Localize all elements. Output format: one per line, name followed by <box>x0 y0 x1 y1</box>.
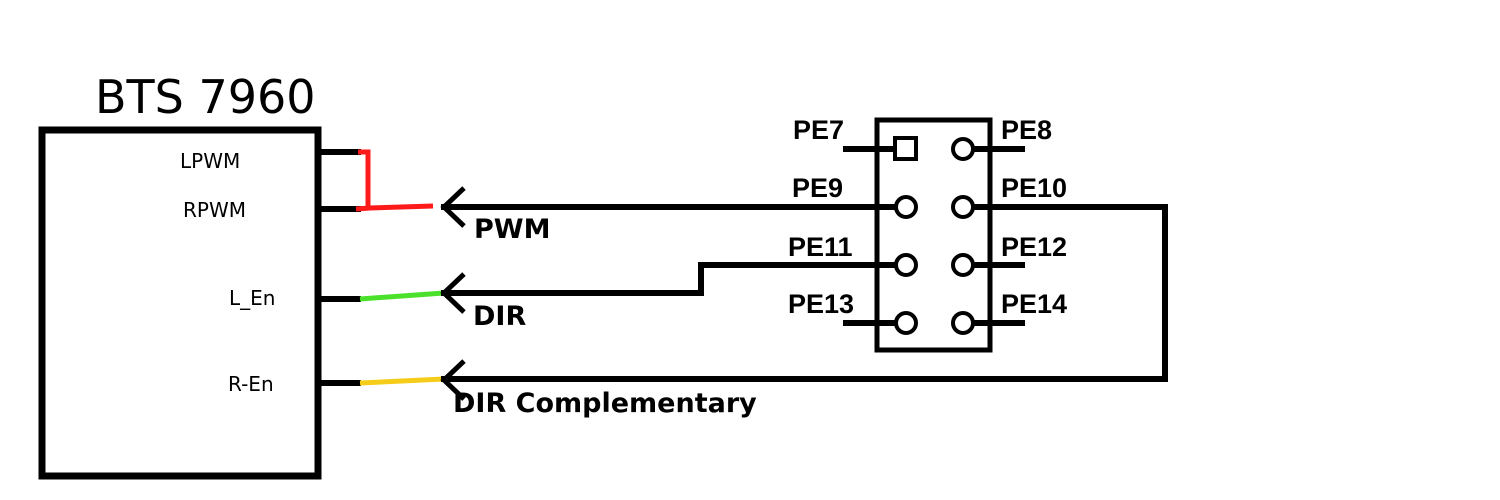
header-label-pe7: PE7 <box>793 115 844 145</box>
pin-label-r-en: R-En <box>228 372 274 396</box>
header-label-pe14: PE14 <box>1001 289 1067 319</box>
pwm-red-wire-joint <box>355 205 371 212</box>
pin-pe10 <box>951 195 975 219</box>
signal-label-dir-complementary: DIR Complementary <box>453 388 757 419</box>
dir-complementary-yellow-wire <box>359 376 445 386</box>
dir-green-wire <box>359 290 445 302</box>
signal-label-dir: DIR <box>473 301 526 332</box>
pin-pe11 <box>894 253 918 277</box>
pin-pe9 <box>894 195 918 219</box>
header-label-pe11: PE11 <box>788 232 853 262</box>
header-label-pe9: PE9 <box>792 173 843 203</box>
pin-label-lpwm: LPWM <box>180 149 240 173</box>
pin-pe12 <box>951 253 975 277</box>
pin-header: PE7 PE9 PE11 PE13 PE8 PE10 PE12 PE14 <box>788 115 1067 353</box>
dir-wire <box>441 262 896 296</box>
header-label-pe10: PE10 <box>1001 173 1067 203</box>
header-label-pe12: PE12 <box>1001 232 1067 262</box>
colored-segments <box>355 149 445 386</box>
pin-pe8 <box>951 137 975 161</box>
pwm-arrow-icon <box>440 186 466 228</box>
pin-pe7-square <box>893 136 918 161</box>
bts7960-module: BTS 7960 LPWM RPWM L_En R-En <box>38 70 361 480</box>
pwm-red-wire <box>358 149 434 211</box>
module-title: BTS 7960 <box>95 70 316 124</box>
header-label-pe13: PE13 <box>788 289 854 319</box>
dir-complementary-arrow-icon <box>440 359 466 401</box>
arrowheads <box>440 186 466 401</box>
module-body <box>38 126 322 480</box>
pin-label-l-en: L_En <box>229 286 275 310</box>
dir-complementary-wire <box>441 204 1168 382</box>
pin-label-rpwm: RPWM <box>183 198 246 222</box>
pin-pe14 <box>951 311 975 335</box>
dir-arrow-icon <box>440 272 466 314</box>
header-label-pe8: PE8 <box>1001 115 1052 145</box>
pin-pe13 <box>894 311 918 335</box>
signal-wires <box>441 204 1168 382</box>
signal-label-pwm: PWM <box>474 214 550 245</box>
